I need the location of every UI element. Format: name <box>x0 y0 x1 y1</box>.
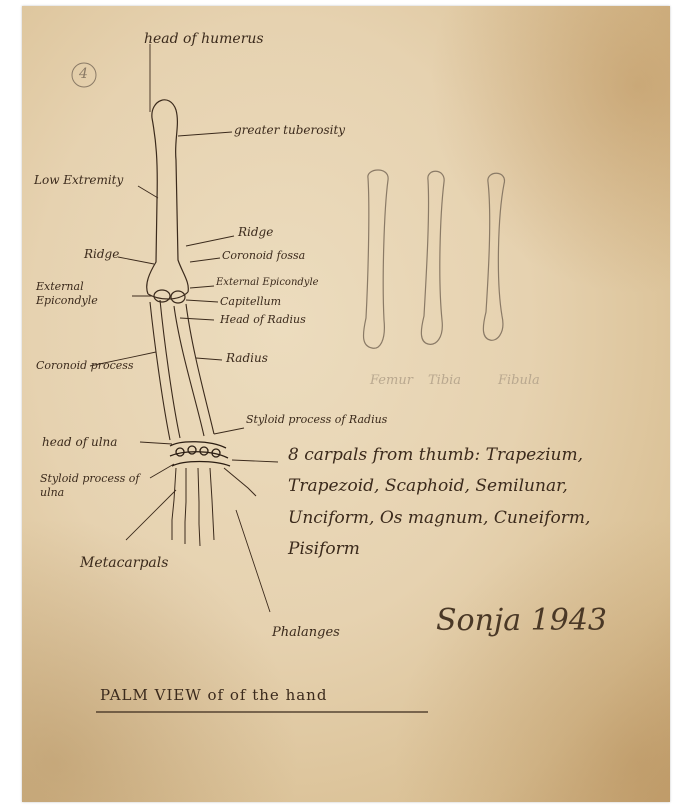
caption: PALM VIEW of of the hand <box>100 688 327 703</box>
label-ridge-upper: Ridge <box>238 226 273 238</box>
label-phalanges: Phalanges <box>272 626 340 639</box>
forearm-drawing <box>150 300 214 440</box>
faint-label-fibula: Fibula <box>498 374 540 387</box>
label-styloid-process-of-ulna: Styloid process of ulna <box>40 472 150 500</box>
label-head-of-humerus: head of humerus <box>144 32 264 46</box>
label-carpals-note: 8 carpals from thumb: Trapezium, Trapezo… <box>288 440 648 566</box>
page-number: 4 <box>79 67 88 81</box>
label-ridge-left: Ridge <box>84 248 119 260</box>
label-head-of-radius: Head of Radius <box>220 314 306 325</box>
label-coronoid-process: Coronoid process <box>36 360 134 371</box>
humerus-drawing <box>147 100 189 303</box>
faint-label-tibia: Tibia <box>428 374 461 387</box>
faint-label-femur: Femur <box>370 374 413 387</box>
label-styloid-process-of-radius: Styloid process of Radius <box>246 414 387 425</box>
label-capitellum: Capitellum <box>220 296 281 307</box>
label-coronoid-fossa: Coronoid fossa <box>222 250 305 261</box>
label-internal-epicondyle: External Epicondyle <box>216 278 319 288</box>
label-lower-extremity: Low Extremity <box>34 174 123 186</box>
label-greater-tuberosity: greater tuberosity <box>234 124 345 136</box>
label-head-of-ulna: head of ulna <box>42 436 117 448</box>
comparison-bones-drawing <box>364 170 505 348</box>
signature: Sonja 1943 <box>436 606 607 636</box>
label-radius: Radius <box>226 352 268 364</box>
hand-bones-drawing <box>172 468 256 546</box>
carpals-drawing <box>170 442 230 466</box>
label-external-epicondyle: External Epicondyle <box>36 280 132 309</box>
label-metacarpals: Metacarpals <box>80 556 168 570</box>
